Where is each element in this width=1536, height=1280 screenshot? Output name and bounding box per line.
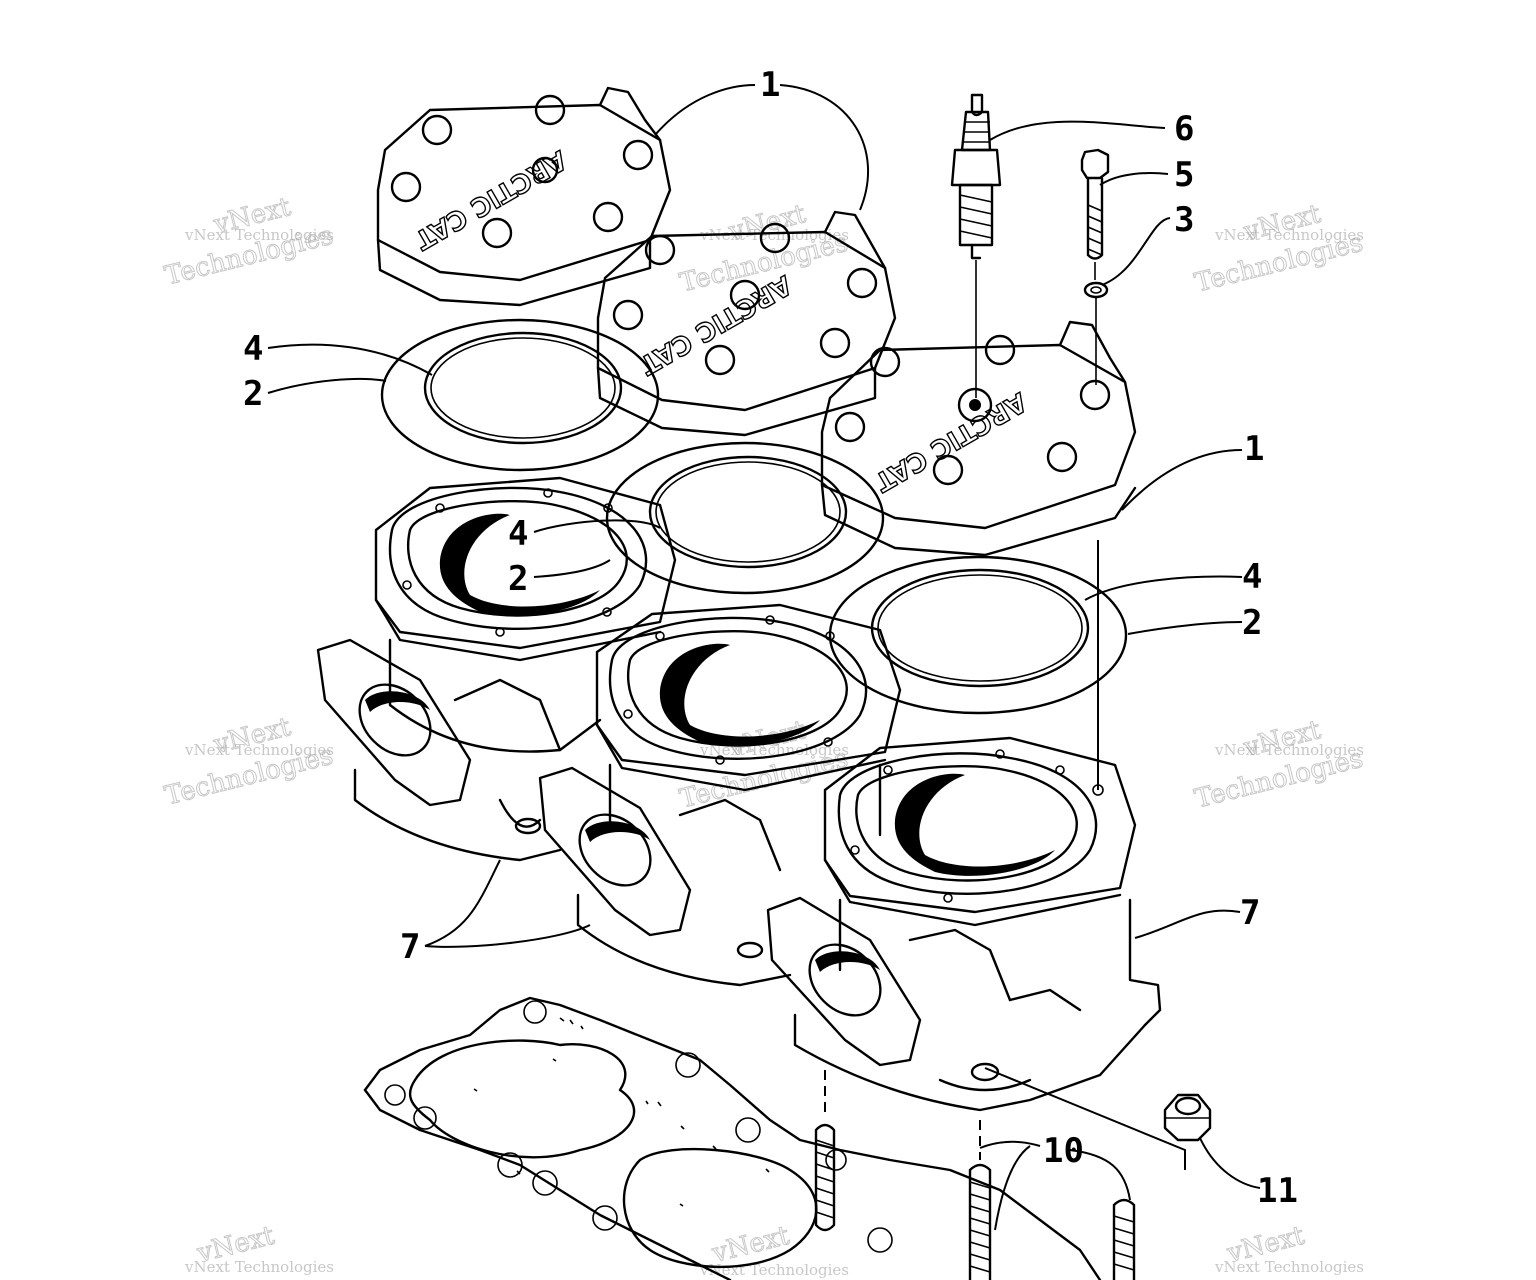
gasket-hole	[497, 1152, 523, 1178]
watermark-small: vNext Technologies	[1214, 226, 1364, 244]
callout-2-right: 2	[1242, 603, 1262, 643]
cylinder-2	[538, 603, 902, 987]
stud-right	[1112, 1198, 1136, 1280]
gasket-hole	[413, 1106, 437, 1130]
watermark-mid-right: vNext Technologies	[1191, 715, 1366, 815]
watermark-small: vNext Technologies	[1214, 741, 1364, 759]
callout-11: 11	[1257, 1171, 1298, 1211]
head-gasket-ring	[605, 441, 885, 595]
watermark-small: vNext Technologies	[1214, 1258, 1364, 1276]
cylinder-head-2: ARCTIC CAT	[596, 210, 897, 437]
head-gasket-3	[828, 555, 1128, 715]
watermark-small: vNext Technologies	[699, 226, 849, 244]
callout-3: 3	[1174, 200, 1194, 240]
cover-logo: ARCTIC CAT	[869, 386, 1031, 497]
callout-2-middle: 2	[508, 559, 528, 599]
callouts: 1 1 6 5 3 4 2 4 2 4 2 7 7 10 11	[243, 65, 1298, 1211]
cylinder-head-1: ARCTIC CAT	[376, 86, 672, 307]
cylinder-head-3: ARCTIC CAT	[820, 320, 1137, 557]
head-gasket-ring	[380, 318, 660, 472]
callout-1-top: 1	[760, 65, 780, 105]
gasket-hole	[532, 1170, 558, 1196]
gasket-hole	[675, 1052, 701, 1078]
callout-4-middle: 4	[508, 514, 528, 554]
cover-logo: ARCTIC CAT	[409, 144, 571, 255]
o-ring	[870, 568, 1090, 688]
spark-plug	[950, 93, 1002, 398]
watermark-small: vNext Technologies	[184, 226, 334, 244]
head-gasket-ring	[828, 555, 1128, 715]
stud-center	[968, 1120, 992, 1280]
cylinder-1	[316, 476, 677, 862]
head-gasket-1	[380, 318, 660, 472]
head-bolt	[1080, 148, 1110, 280]
watermark-mid-center: vNext Technologies	[676, 715, 851, 815]
callout-4-left: 4	[243, 329, 263, 369]
callout-7-right: 7	[1240, 893, 1260, 933]
callout-5: 5	[1174, 155, 1194, 195]
callout-6: 6	[1174, 109, 1194, 149]
cylinder-3	[766, 736, 1162, 1112]
callout-4-right: 4	[1242, 557, 1262, 597]
flange-nut	[984, 1067, 1212, 1170]
callout-2-left: 2	[243, 374, 263, 414]
gasket-hole	[523, 1000, 547, 1024]
leader-lines	[267, 84, 1261, 1231]
callout-7-left: 7	[400, 927, 420, 967]
bolt-washer	[1083, 281, 1109, 385]
watermark-small: vNext Technologies	[184, 741, 334, 759]
gasket-hole	[735, 1117, 761, 1143]
gasket-hole	[867, 1227, 893, 1253]
gasket-hole	[384, 1084, 406, 1106]
callout-10: 10	[1043, 1131, 1084, 1171]
o-ring	[423, 331, 623, 445]
callout-1-right: 1	[1244, 429, 1264, 469]
gasket-hole	[825, 1149, 847, 1171]
base-gasket	[363, 996, 1102, 1280]
stud-left	[814, 1070, 836, 1232]
gasket-hole	[592, 1205, 618, 1231]
studs	[814, 1070, 1136, 1280]
watermark-small: vNext Technologies	[184, 1258, 334, 1276]
o-ring	[648, 455, 848, 569]
head-gasket-2	[605, 441, 885, 595]
watermark-top-right: vNext Technologies	[1191, 199, 1366, 299]
